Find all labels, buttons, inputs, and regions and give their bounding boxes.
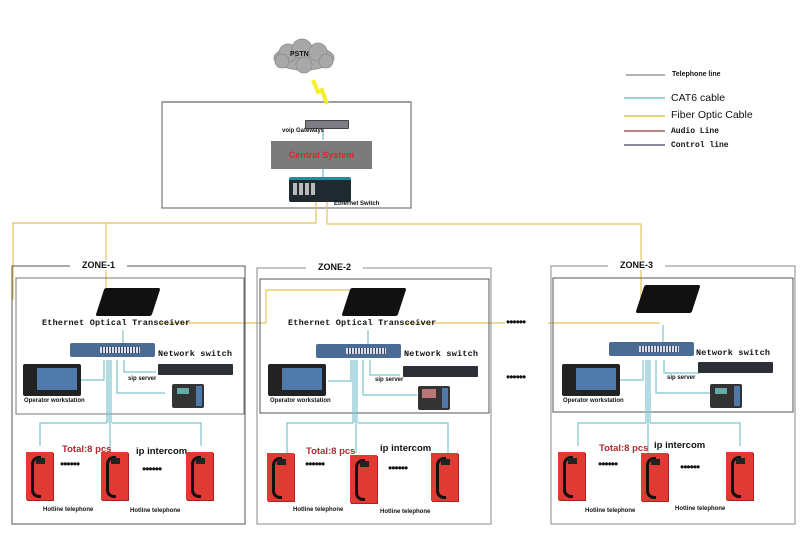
legend-control-label: Control line <box>671 141 729 150</box>
network-switch-icon <box>316 344 401 358</box>
pstn-cloud-icon <box>268 38 340 76</box>
network-switch-icon <box>609 342 694 356</box>
zone-frames <box>11 265 796 525</box>
total-label: Total:8 pcs <box>599 443 649 454</box>
network-switch-label: Network switch <box>696 348 771 358</box>
hotline-label: Hotline telephone <box>293 507 344 513</box>
fiber-to-zone3 <box>326 198 642 300</box>
zone-title: ZONE-1 <box>70 260 128 270</box>
hotline-label: Hotline telephone <box>675 506 726 512</box>
hotline-telephone-icon <box>101 452 128 500</box>
workstation-label: Operator workstation <box>270 398 331 404</box>
ip-intercom-console-icon <box>418 386 450 410</box>
hotline-label: Hotline telephone <box>43 507 94 513</box>
voip-gateway-label: voip Gateways <box>282 128 325 134</box>
intercom-label: ip intercom <box>380 443 432 454</box>
dots: •••••• <box>388 461 408 475</box>
zone-title: ZONE-2 <box>306 262 364 272</box>
legend-audio-label: Audio Line <box>671 127 720 136</box>
sip-server-label: sip server <box>375 377 404 383</box>
hotline-telephone-icon <box>558 452 585 500</box>
ip-intercom-console-icon <box>710 384 742 408</box>
total-label: Total:8 pcs <box>306 446 356 457</box>
more-zones-dots: •••••• <box>506 315 526 329</box>
central-system-label: Central System <box>288 150 355 160</box>
network-switch-icon <box>70 343 155 357</box>
optical-transceiver-icon <box>95 288 161 316</box>
sip-server-icon <box>403 366 478 377</box>
core-box <box>161 101 412 209</box>
hotline-telephone-icon <box>267 453 294 501</box>
hotline-telephone-icon <box>186 452 213 500</box>
zone-title: ZONE-3 <box>608 260 666 270</box>
hotline-telephone-icon <box>726 452 753 500</box>
hotline-label: Hotline telephone <box>585 508 636 514</box>
intercom-label: ip intercom <box>136 446 188 457</box>
intercom-label: ip intercom <box>654 440 706 451</box>
dots: •••••• <box>60 457 80 471</box>
dots: •••••• <box>305 457 325 471</box>
total-label: Total:8 pcs <box>62 444 112 455</box>
fiber-to-zone1 <box>12 198 317 300</box>
optical-transceiver-icon <box>341 288 407 316</box>
operator-workstation-icon <box>268 364 326 396</box>
sip-server-label: sip server <box>667 375 696 381</box>
sip-server-icon <box>698 362 773 373</box>
ethernet-switch-icon <box>289 177 351 202</box>
hotline-telephone-icon <box>26 452 53 500</box>
legend-cat6-label: CAT6 cable <box>671 92 726 104</box>
central-system-box: Central System <box>271 141 372 169</box>
dots: •••••• <box>598 457 618 471</box>
hotline-telephone-icon <box>350 455 377 503</box>
operator-workstation-icon <box>23 364 81 396</box>
voip-gateway-icon <box>305 120 349 129</box>
hotline-label: Hotline telephone <box>130 508 181 514</box>
pstn-label: PSTN <box>290 51 309 58</box>
ethernet-switch-label: Ethernet Switch <box>334 201 380 207</box>
workstation-label: Operator workstation <box>24 398 85 404</box>
hotline-label: Hotline telephone <box>380 509 431 515</box>
hotline-telephone-icon <box>641 453 668 501</box>
transceiver-label: Ethernet Optical Transceiver <box>42 318 191 328</box>
sip-server-icon <box>158 364 233 375</box>
sip-server-label: sip server <box>128 376 157 382</box>
cat6-zone-lines <box>39 325 741 453</box>
more-zones-dots: •••••• <box>506 370 526 384</box>
dots: •••••• <box>142 462 162 476</box>
operator-workstation-icon <box>562 364 620 396</box>
lightning-icon <box>311 79 329 105</box>
legend-fiber-label: Fiber Optic Cable <box>671 109 753 121</box>
optical-transceiver-icon <box>635 285 701 313</box>
dots: •••••• <box>680 460 700 474</box>
hotline-telephone-icon <box>431 453 458 501</box>
workstation-label: Operator workstation <box>563 398 624 404</box>
ip-intercom-console-icon <box>172 384 204 408</box>
network-switch-label: Network switch <box>404 349 479 359</box>
transceiver-label: Ethernet Optical Transceiver <box>288 318 437 328</box>
network-switch-label: Network switch <box>158 349 233 359</box>
legend-telephone-label: Telephone line <box>672 71 721 78</box>
